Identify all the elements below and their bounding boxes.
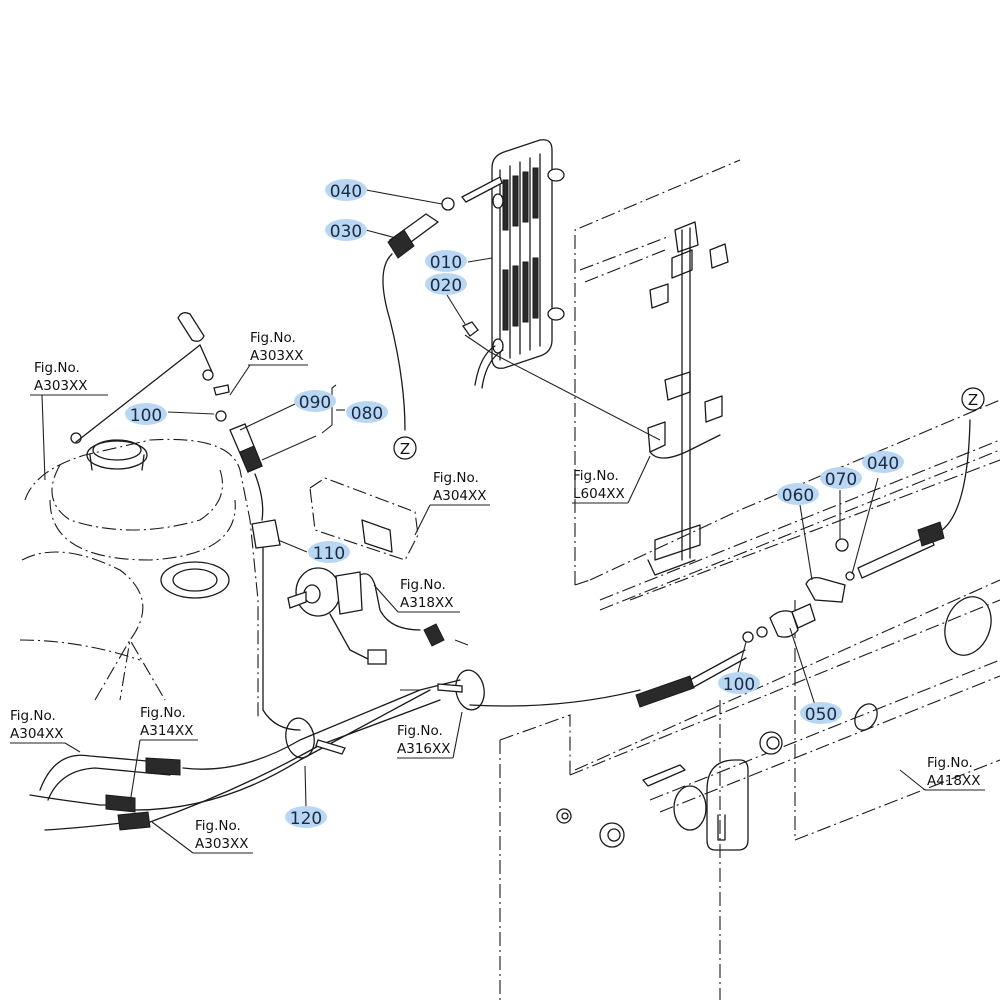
fig-ref-a314[interactable]: Fig.No. A314XX: [140, 705, 194, 739]
hose-assembly: [29, 669, 641, 831]
fig-ref-number[interactable]: A316XX: [397, 741, 451, 757]
part-callout-100-right[interactable]: 100: [718, 672, 760, 695]
fig-ref-a316[interactable]: Fig.No. A316XX: [397, 723, 451, 757]
fuel-pump: [287, 567, 445, 665]
fig-ref-label: Fig.No.: [10, 708, 56, 724]
clamp-040: [441, 197, 455, 211]
part-number[interactable]: 100: [130, 406, 162, 426]
part-callout-020[interactable]: 020: [425, 273, 467, 296]
bushing: [556, 731, 783, 848]
fuel-tank: [19, 438, 259, 720]
bracket-stand: [579, 221, 729, 576]
fig-ref-number[interactable]: A318XX: [400, 595, 454, 611]
part-number[interactable]: 040: [330, 182, 362, 202]
fig-ref-label: Fig.No.: [397, 723, 443, 739]
fig-ref-a303-left[interactable]: Fig.No. A303XX: [34, 360, 88, 394]
part-number[interactable]: 090: [299, 393, 331, 413]
clip-110: [251, 519, 281, 549]
part-number[interactable]: 040: [867, 454, 899, 474]
fig-ref-number[interactable]: A304XX: [10, 726, 64, 742]
fig-ref-number[interactable]: A303XX: [195, 836, 249, 852]
fig-ref-label: Fig.No.: [250, 330, 296, 346]
connector-z-right: Z: [961, 387, 985, 411]
fig-ref-l604[interactable]: Fig.No. L604XX: [573, 468, 625, 502]
part-callout-120[interactable]: 120: [285, 806, 327, 829]
part-number[interactable]: 060: [782, 486, 814, 506]
panel-a304: [309, 477, 419, 561]
connector-z-left: Z: [393, 436, 417, 460]
fig-ref-label: Fig.No.: [400, 577, 446, 593]
connector-label: Z: [968, 391, 978, 409]
cable-to-z: [382, 253, 406, 431]
fig-ref-label: Fig.No.: [573, 468, 619, 484]
part-callout-100[interactable]: 100: [125, 403, 167, 426]
chassis-frame: [499, 159, 1000, 1000]
part-number[interactable]: 120: [290, 809, 322, 829]
part-callout-080[interactable]: 080: [346, 401, 388, 424]
part-number[interactable]: 030: [330, 222, 362, 242]
leader-lines: [10, 189, 985, 854]
hose-end-030: [387, 213, 440, 259]
fig-ref-label: Fig.No.: [195, 818, 241, 834]
part-callout-060[interactable]: 060: [777, 483, 819, 506]
fig-ref-number[interactable]: A314XX: [140, 723, 194, 739]
part-callout-110[interactable]: 110: [308, 541, 350, 564]
part-callout-090[interactable]: 090: [294, 390, 336, 413]
fig-ref-a304-center[interactable]: Fig.No. A304XX: [433, 470, 487, 504]
part-number[interactable]: 050: [805, 705, 837, 725]
part-number[interactable]: 080: [351, 404, 383, 424]
fig-ref-label: Fig.No.: [433, 470, 479, 486]
part-callout-040[interactable]: 040: [325, 179, 367, 202]
part-callout-070[interactable]: 070: [820, 467, 862, 490]
fig-ref-label: Fig.No.: [140, 705, 186, 721]
fig-ref-number[interactable]: A303XX: [250, 348, 304, 364]
fig-ref-a303-bottom[interactable]: Fig.No. A303XX: [195, 818, 249, 852]
part-callout-030[interactable]: 030: [325, 219, 367, 242]
fig-ref-a318[interactable]: Fig.No. A318XX: [400, 577, 454, 611]
fig-ref-a304-left[interactable]: Fig.No. A304XX: [10, 708, 64, 742]
fig-ref-label: Fig.No.: [34, 360, 80, 376]
fig-ref-label: Fig.No.: [927, 755, 973, 771]
part-number[interactable]: 070: [825, 470, 857, 490]
fig-ref-number[interactable]: A303XX: [34, 378, 88, 394]
fig-ref-a303-top[interactable]: Fig.No. A303XX: [250, 330, 304, 364]
fitting-020: [462, 321, 479, 337]
filter-assembly: [635, 419, 971, 708]
fig-ref-number[interactable]: L604XX: [573, 486, 625, 502]
connector-label: Z: [400, 440, 410, 458]
part-callout-040-right[interactable]: 040: [862, 451, 904, 474]
part-number[interactable]: 010: [430, 253, 462, 273]
vent-parts: [70, 312, 264, 521]
part-number[interactable]: 110: [313, 544, 345, 564]
fig-ref-number[interactable]: A418XX: [927, 773, 981, 789]
part-number[interactable]: 020: [430, 276, 462, 296]
fig-ref-number[interactable]: A304XX: [433, 488, 487, 504]
oil-cooler: [461, 139, 565, 389]
part-callout-050[interactable]: 050: [800, 702, 842, 725]
fig-ref-a418[interactable]: Fig.No. A418XX: [927, 755, 981, 789]
part-callout-010[interactable]: 010: [425, 250, 467, 273]
part-number[interactable]: 100: [723, 675, 755, 695]
